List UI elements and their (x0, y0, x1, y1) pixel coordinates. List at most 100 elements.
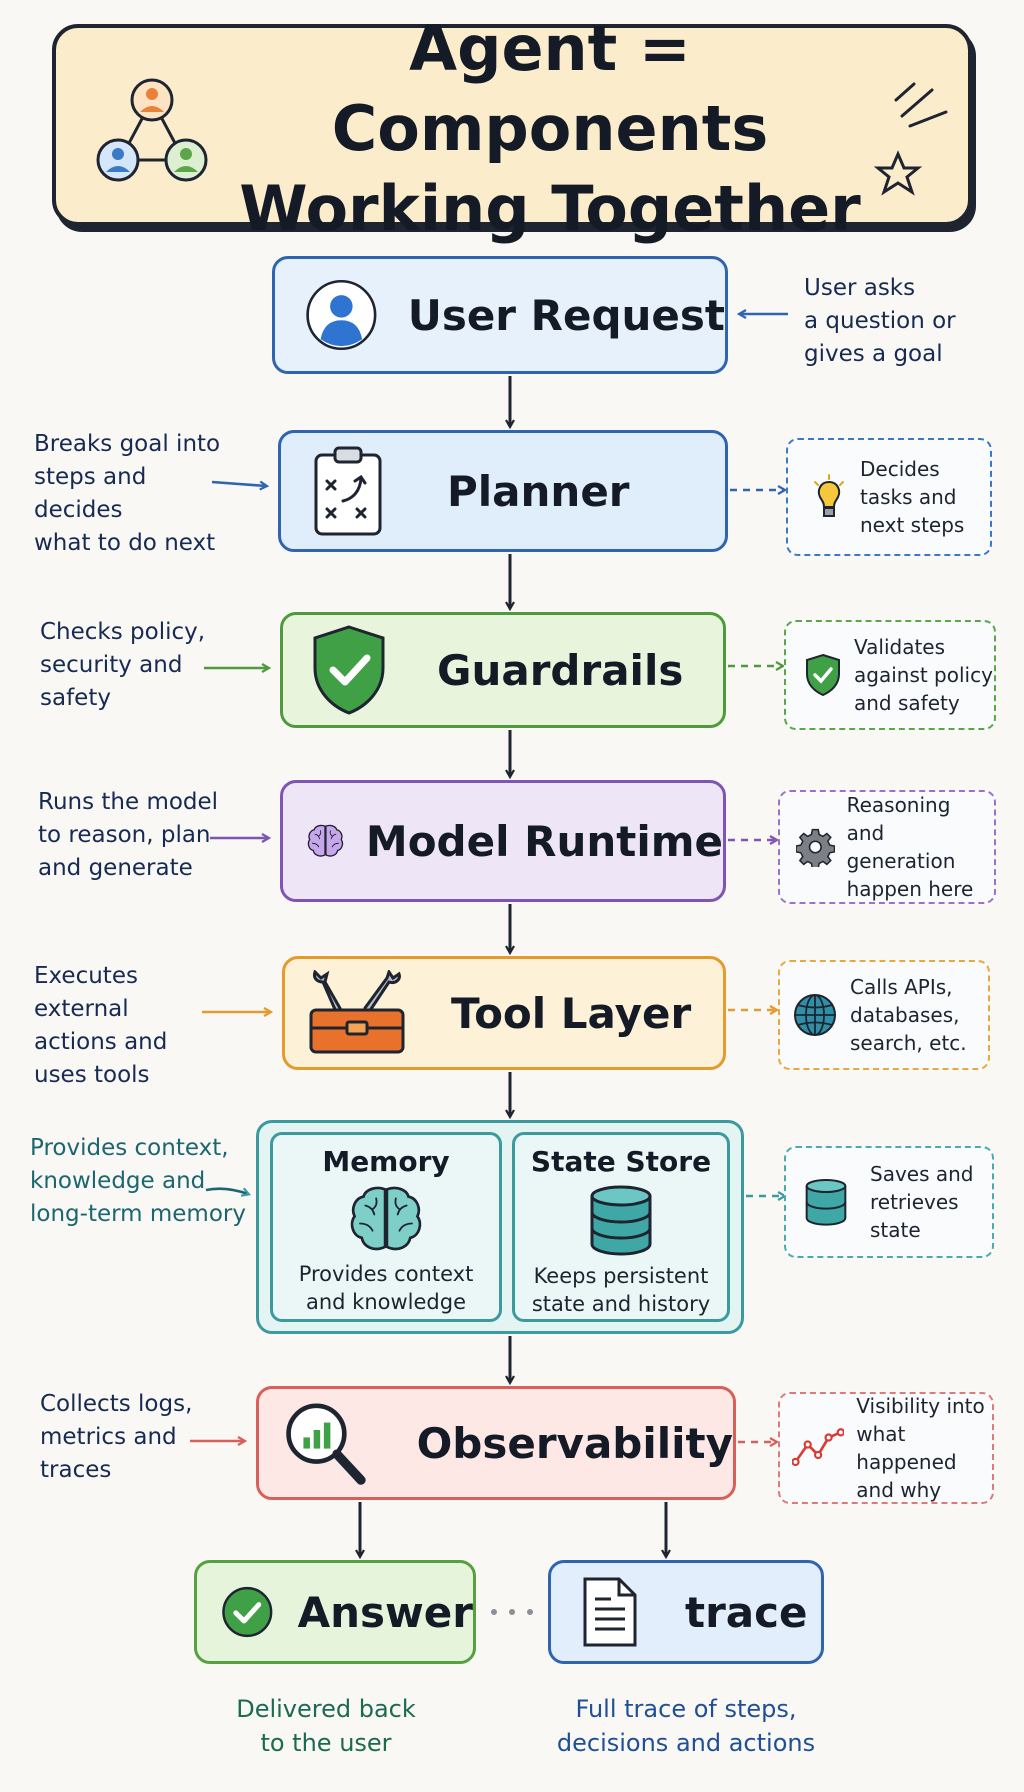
observability-side-card: Visibility into what happened and why (778, 1392, 994, 1504)
desc-line: Keeps persistent (533, 1264, 709, 1288)
trace-label: trace (685, 1587, 808, 1637)
model-runtime-label: Model Runtime (365, 816, 723, 866)
note-line: Checks policy, (40, 619, 206, 645)
clipboard-strategy-icon (314, 446, 382, 536)
note-line: actions and (34, 1029, 168, 1055)
model-runtime-note: Runs the model to reason, plan and gener… (38, 786, 228, 885)
side-line: search, etc. (850, 1031, 967, 1055)
observability-label: Observability (416, 1418, 733, 1468)
observability-box: Observability (256, 1386, 736, 1500)
side-line: tasks and (860, 485, 957, 509)
planner-box: Planner (278, 430, 728, 552)
side-line: next steps (860, 513, 965, 537)
note-line: knowledge and (30, 1168, 206, 1194)
user-request-label: User Request (407, 290, 725, 340)
guardrails-box: Guardrails (280, 612, 726, 728)
observability-note: Collects logs, metrics and traces (40, 1388, 210, 1487)
trace-caption: Full trace of steps, decisions and actio… (548, 1692, 824, 1760)
model-runtime-box: Model Runtime (280, 780, 726, 902)
side-line: retrieves (870, 1190, 959, 1214)
sparkle-star-icon (873, 82, 948, 196)
page-title: Agent = Components Working Together (200, 12, 900, 245)
user-icon (306, 279, 377, 351)
note-line: long-term memory (30, 1201, 246, 1227)
desc-line: and knowledge (305, 1290, 466, 1314)
model-runtime-side-text: Reasoning and generation happen here (847, 791, 994, 903)
side-line: Calls APIs, (850, 975, 953, 999)
memory-group-note: Provides context, knowledge and long-ter… (30, 1132, 250, 1231)
planner-label: Planner (447, 466, 630, 516)
title-line-1: Agent = Components (331, 12, 769, 165)
note-line: a question or (804, 308, 956, 334)
note-line: Runs the model (38, 789, 219, 815)
side-line: against policy (854, 663, 993, 687)
note-line: safety (40, 685, 111, 711)
memory-side-text: Saves and retrieves state (870, 1160, 974, 1244)
side-line: and why (856, 1478, 942, 1502)
database-icon (805, 1179, 847, 1226)
caption-line: to the user (260, 1729, 392, 1757)
desc-line: Provides context (298, 1262, 474, 1286)
user-request-note: User asks a question or gives a goal (804, 272, 1014, 371)
memory-box: Memory Provides context and knowledge (270, 1132, 502, 1322)
note-line: Collects logs, (40, 1391, 193, 1417)
side-line: databases, (850, 1003, 960, 1027)
note-line: to reason, plan (38, 822, 211, 848)
caption-line: Full trace of steps, (575, 1695, 797, 1723)
side-line: Saves and (870, 1162, 974, 1186)
note-line: traces (40, 1457, 112, 1483)
note-line: gives a goal (804, 341, 943, 367)
model-runtime-side-card: Reasoning and generation happen here (778, 790, 996, 904)
note-line: what to do next (34, 530, 216, 556)
side-line: Validates (854, 635, 946, 659)
guardrails-label: Guardrails (437, 645, 684, 695)
gear-icon (796, 828, 835, 867)
dots-connector (491, 1609, 533, 1615)
answer-box: Answer (194, 1560, 476, 1664)
note-line: security and (40, 652, 183, 678)
guardrails-side-card: Validates against policy and safety (784, 620, 996, 730)
memory-title: Memory (322, 1145, 450, 1178)
state-store-title: State Store (530, 1145, 712, 1178)
guardrails-note: Checks policy, security and safety (40, 616, 220, 715)
note-line: uses tools (34, 1062, 150, 1088)
side-line: and generation (846, 821, 956, 873)
side-line: what happened (856, 1422, 957, 1474)
tool-layer-box: Tool Layer (282, 956, 726, 1070)
tool-layer-note: Executes external actions and uses tools (34, 960, 234, 1092)
lightbulb-icon (814, 474, 844, 517)
shield-check-icon (806, 653, 840, 697)
side-line: Visibility into (856, 1394, 985, 1418)
planner-side-card: Decides tasks and next steps (786, 438, 992, 556)
tool-layer-label: Tool Layer (451, 988, 692, 1038)
brain-icon (307, 824, 344, 857)
magnifier-chart-icon (286, 1403, 366, 1485)
note-line: User asks (804, 275, 916, 301)
caption-line: Delivered back (236, 1695, 416, 1723)
check-circle-icon (222, 1586, 273, 1638)
toolbox-icon (309, 970, 405, 1054)
note-line: steps and decides (34, 464, 147, 523)
title-banner (52, 24, 972, 226)
answer-label: Answer (297, 1587, 473, 1637)
tool-layer-side-card: Calls APIs, databases, search, etc. (778, 960, 990, 1070)
note-line: metrics and (40, 1424, 177, 1450)
title-line-2: Working Together (239, 172, 861, 245)
planner-side-text: Decides tasks and next steps (860, 455, 964, 539)
brain-icon (350, 1186, 422, 1251)
side-line: Reasoning (846, 793, 951, 817)
document-icon (583, 1577, 637, 1647)
side-line: happen here (846, 877, 974, 901)
note-line: Provides context, (30, 1135, 229, 1161)
side-line: Decides (860, 457, 940, 481)
line-chart-icon (792, 1428, 845, 1467)
side-line: and safety (854, 691, 960, 715)
note-line: Breaks goal into (34, 431, 221, 457)
side-line: state (870, 1218, 921, 1242)
globe-icon (794, 994, 836, 1036)
answer-caption: Delivered back to the user (206, 1692, 446, 1760)
desc-line: state and history (531, 1292, 711, 1316)
memory-side-card: Saves and retrieves state (784, 1146, 994, 1258)
state-store-box: State Store Keeps persistent state and h… (512, 1132, 730, 1322)
user-request-box: User Request (272, 256, 728, 374)
